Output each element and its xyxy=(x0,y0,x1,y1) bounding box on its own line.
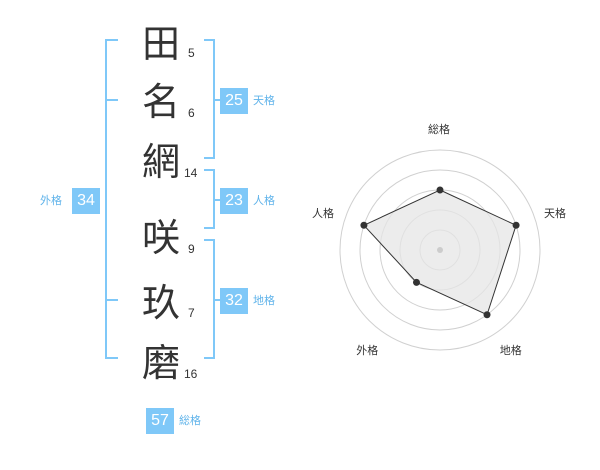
stroke-count-6: 16 xyxy=(184,367,198,381)
radar-point-1 xyxy=(512,221,520,229)
chikaku-label: 地格 xyxy=(253,294,275,307)
gaikaku-label: 外格 xyxy=(40,194,62,207)
radar-axis-label-gaikaku: 外格 xyxy=(356,343,379,357)
radar-grid-ring xyxy=(339,149,541,351)
stroke-count-3: 14 xyxy=(184,166,198,180)
radar-center-dot xyxy=(437,247,443,253)
name-char-1: 田 xyxy=(142,22,181,66)
jinkaku-label: 人格 xyxy=(253,194,275,207)
name-char-3: 網 xyxy=(142,140,181,184)
radar-point-2 xyxy=(483,311,491,319)
radar-point-3 xyxy=(412,278,420,286)
name-char-5: 玖 xyxy=(142,281,181,325)
chikaku-value: 32 xyxy=(220,288,248,314)
radar-axis-label-tenkaku: 天格 xyxy=(544,207,567,221)
stroke-count-2: 6 xyxy=(188,106,195,120)
stroke-count-1: 5 xyxy=(188,46,195,60)
gaikaku-bracket xyxy=(105,39,118,359)
radar-point-0 xyxy=(436,186,444,194)
name-char-4: 咲 xyxy=(142,216,181,260)
name-char-2: 名 xyxy=(142,80,181,124)
radar-axis-label-jinkaku: 人格 xyxy=(311,207,334,221)
soukaku-value: 57 xyxy=(146,408,174,434)
radar-grid-ring xyxy=(359,169,521,331)
stroke-count-5: 7 xyxy=(188,306,195,320)
name-char-6: 磨 xyxy=(142,341,181,385)
tenkaku-label: 天格 xyxy=(253,94,275,107)
radar-point-4 xyxy=(360,221,368,229)
radar-axis-label-soukaku: 総格 xyxy=(428,123,450,136)
jinkaku-value: 23 xyxy=(220,188,248,214)
gaikaku-value: 34 xyxy=(72,188,100,214)
soukaku-label: 総格 xyxy=(179,414,201,427)
tenkaku-value: 25 xyxy=(220,88,248,114)
stroke-count-4: 9 xyxy=(188,242,195,256)
radar-axis-label-chikaku: 地格 xyxy=(499,343,522,357)
